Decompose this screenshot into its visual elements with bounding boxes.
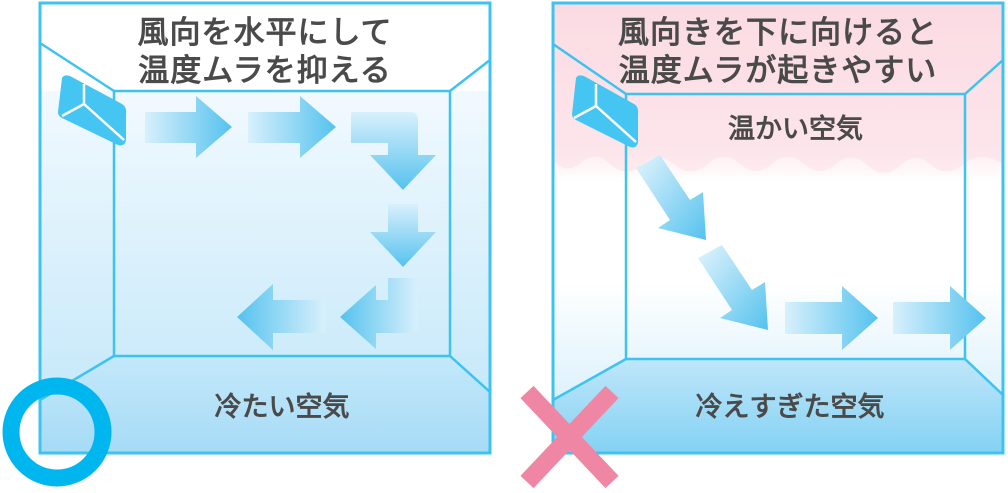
right-title-line2: 温度ムラが起きやすい bbox=[618, 53, 938, 89]
left-title-line1: 風向を水平にして bbox=[137, 15, 393, 51]
right-title-line1: 風向きを下に向けると bbox=[618, 15, 938, 51]
bad-cross-mark-icon bbox=[520, 385, 619, 489]
good-circle-mark-icon bbox=[2, 377, 112, 487]
right-room bbox=[551, 1, 1005, 455]
right-title: 風向きを下に向けると 温度ムラが起きやすい bbox=[553, 14, 1003, 90]
left-title-line2: 温度ムラを抑える bbox=[138, 53, 392, 89]
right-floor-label: 冷えすぎた空気 bbox=[695, 392, 885, 423]
air-conditioner-icon bbox=[58, 75, 127, 146]
air-conditioner-icon bbox=[572, 75, 639, 148]
left-title: 風向を水平にして 温度ムラを抑える bbox=[40, 14, 490, 90]
airflow-arrows-horizontal bbox=[145, 96, 436, 350]
airflow-arrows-downward bbox=[636, 155, 986, 350]
left-floor-label: 冷たい空気 bbox=[214, 392, 350, 423]
right-ceiling-label: 温かい空気 bbox=[728, 114, 863, 145]
